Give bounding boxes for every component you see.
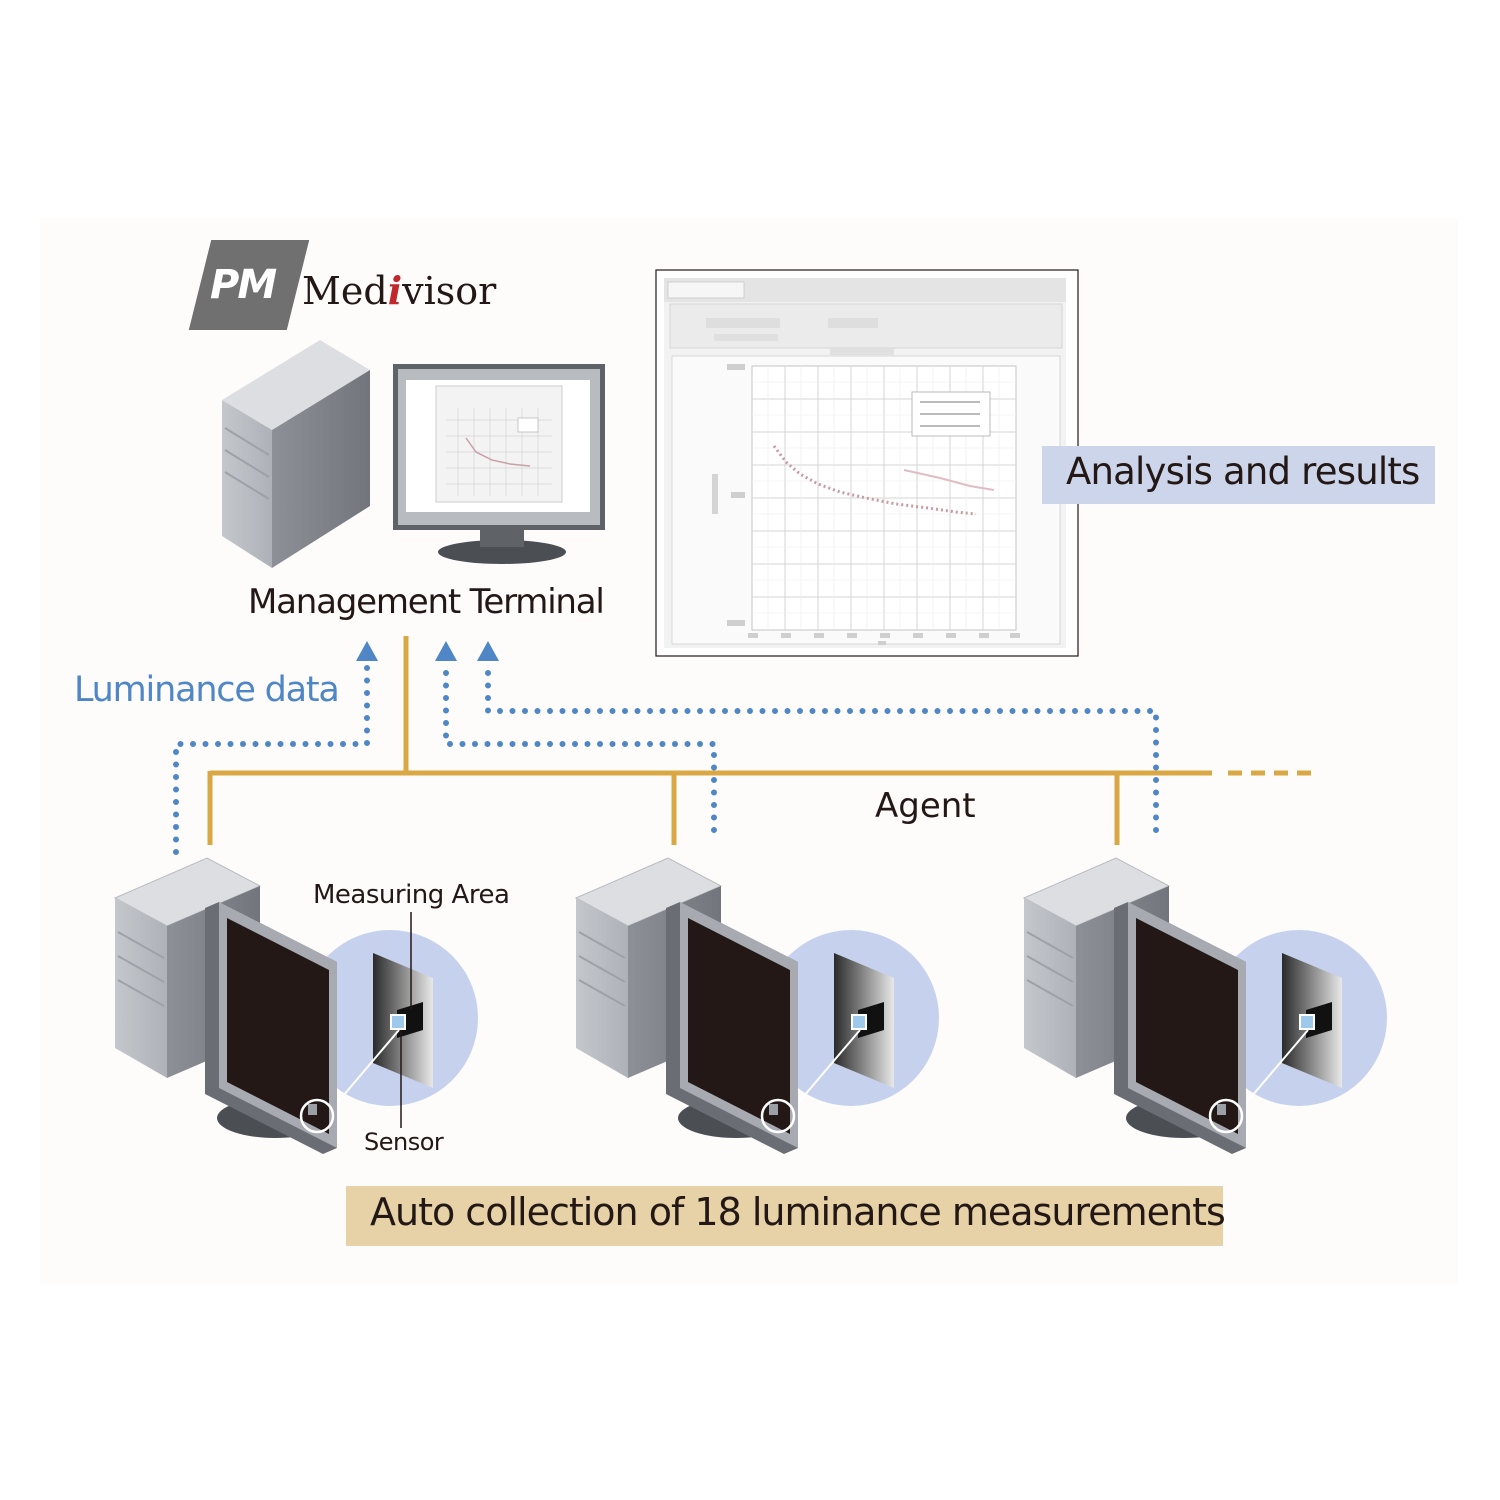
agent-workstation [1022, 856, 1389, 1156]
agent-workstation [574, 856, 941, 1156]
arrow-up-icon [356, 641, 499, 661]
logo-mark-text: PM [210, 262, 277, 308]
analysis-screenshot [655, 269, 1079, 657]
measuring-area-label: Measuring Area [313, 880, 510, 910]
management-terminal-label: Management Terminal [248, 582, 605, 622]
luminance-data-paths [173, 660, 1159, 855]
logo-word-prefix: Med [302, 269, 388, 313]
agent-label: Agent [875, 786, 976, 826]
analysis-results-label: Analysis and results [1066, 450, 1420, 493]
auto-collection-label: Auto collection of 18 luminance measurem… [370, 1190, 1226, 1234]
monitor-icon [393, 364, 605, 564]
analysis-results-box [1042, 446, 1435, 504]
luminance-data-label: Luminance data [74, 670, 340, 710]
logo-mark: PM [188, 240, 310, 330]
auto-collection-box [346, 1186, 1223, 1246]
logo-wordmark: Medivisor [302, 268, 496, 313]
server-icon [222, 340, 370, 568]
logo-word-accent: i [387, 268, 403, 313]
sensor-label: Sensor [364, 1128, 444, 1156]
network-lines [207, 636, 1312, 845]
logo-word-suffix: visor [402, 269, 497, 313]
